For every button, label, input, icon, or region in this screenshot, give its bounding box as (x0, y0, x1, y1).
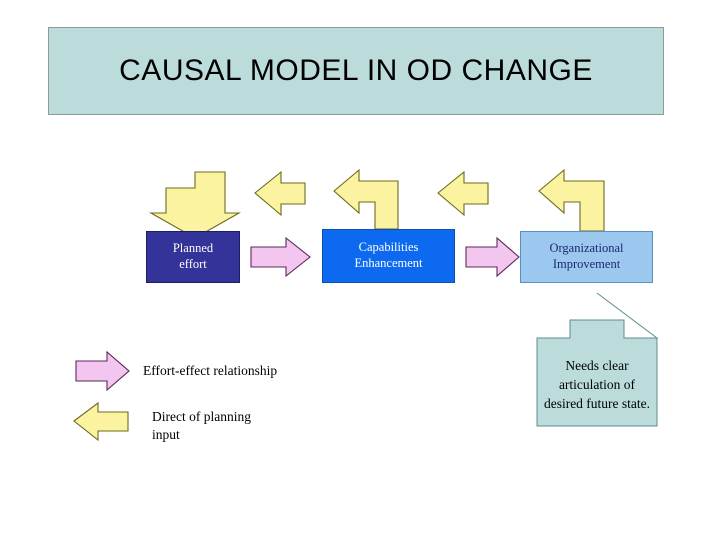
process-box-capabilities-line1: Capabilities (358, 240, 419, 255)
process-box-planned-effort[interactable]: Planned effort (146, 231, 240, 283)
callout-line2: articulation of (558, 376, 636, 392)
slide-title-box: CAUSAL MODEL IN OD CHANGE (48, 27, 664, 115)
yellow-bent-arrow-down-icon (165, 173, 225, 215)
pink-right-arrow-capabilities-to-organizational-icon (465, 236, 520, 278)
process-box-organizational-line2: Improvement (552, 257, 621, 271)
process-box-organizational-improvement[interactable]: Organizational Improvement (520, 231, 653, 283)
page-title: CAUSAL MODEL IN OD CHANGE (119, 54, 593, 87)
bent-arrow-up-left-from-organizational-icon (538, 168, 605, 232)
process-box-organizational-line1: Organizational (549, 241, 624, 256)
legend-direct-line1: Direct of planning (152, 409, 251, 424)
legend-pink-right-arrow-icon (75, 350, 130, 392)
process-box-planned-effort-line2: effort (179, 257, 207, 271)
legend-direct-line2: input (152, 426, 180, 442)
callout-line3: desired future state. (543, 396, 651, 412)
callout-text-block: Needs clear articulation of desired futu… (512, 343, 682, 426)
legend-label-effort-effect-relationship: Effort-effect relationship (143, 363, 278, 378)
pink-right-arrow-planned-to-capabilities-icon (250, 236, 311, 278)
yellow-left-arrow-2-icon (437, 170, 489, 217)
process-box-capabilities-enhancement[interactable]: Capabilities Enhancement (322, 229, 455, 283)
callout-line1: Needs clear (565, 357, 629, 373)
bent-arrow-down-into-planned-effort-icon (148, 171, 242, 239)
process-box-capabilities-line2: Enhancement (354, 256, 423, 270)
process-box-planned-effort-line1: Planned (172, 241, 214, 256)
legend-yellow-left-arrow-icon (73, 401, 129, 442)
callout-needs-clear-articulation[interactable]: Needs clear articulation of desired futu… (512, 291, 682, 426)
legend-label-direct-of-planning-input: Direct of planning input (152, 408, 302, 443)
bent-arrow-up-left-from-capabilities-icon (333, 168, 399, 230)
yellow-left-arrow-1-icon (254, 170, 306, 217)
